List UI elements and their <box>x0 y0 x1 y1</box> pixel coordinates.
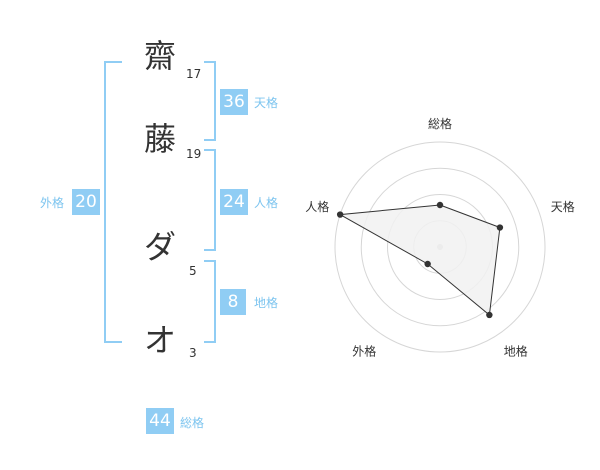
name-char-2: 藤 <box>143 120 176 158</box>
chikaku-label: 地格 <box>254 296 279 310</box>
radar-point-2 <box>496 224 504 231</box>
stroke-count-1: 17 <box>186 67 202 81</box>
stroke-count-4: 3 <box>189 346 197 360</box>
radar-point-5 <box>336 211 344 218</box>
radar-points <box>336 201 504 319</box>
chikaku-bracket <box>204 260 216 343</box>
jinkaku-value-box: 24 <box>220 189 248 215</box>
chikaku-value-box: 8 <box>220 289 246 315</box>
soukaku-value-box: 44 <box>146 408 174 434</box>
radar-point-4 <box>424 260 431 268</box>
stroke-count-3: 5 <box>189 264 197 278</box>
radar-area <box>338 204 501 316</box>
tenkaku-value-box: 36 <box>220 89 248 115</box>
radar-ring <box>334 141 546 353</box>
name-char-4: オ <box>143 321 176 359</box>
jinkaku-bracket <box>204 149 216 251</box>
radar-axis-label-3: 地格 <box>504 343 528 358</box>
soukaku-label: 総格 <box>180 416 205 430</box>
radar-ring <box>360 167 520 327</box>
stroke-count-2: 19 <box>186 147 202 161</box>
gaikaku-bracket <box>104 61 122 343</box>
radar-axis-label-5: 人格 <box>305 199 329 214</box>
name-char-1: 齋 <box>143 37 176 75</box>
tenkaku-bracket <box>204 61 216 141</box>
radar-point-1 <box>436 201 444 209</box>
radar-point-3 <box>486 311 493 319</box>
gaikaku-label: 外格 <box>40 196 65 210</box>
radar-axis-label-1: 総格 <box>428 116 452 131</box>
name-char-3: ダ <box>143 228 176 266</box>
radar-axis-label-2: 天格 <box>551 199 575 214</box>
radar-axis-label-4: 外格 <box>352 343 376 358</box>
tenkaku-label: 天格 <box>254 96 279 110</box>
gaikaku-value-box: 20 <box>72 189 100 215</box>
jinkaku-label: 人格 <box>254 196 279 210</box>
